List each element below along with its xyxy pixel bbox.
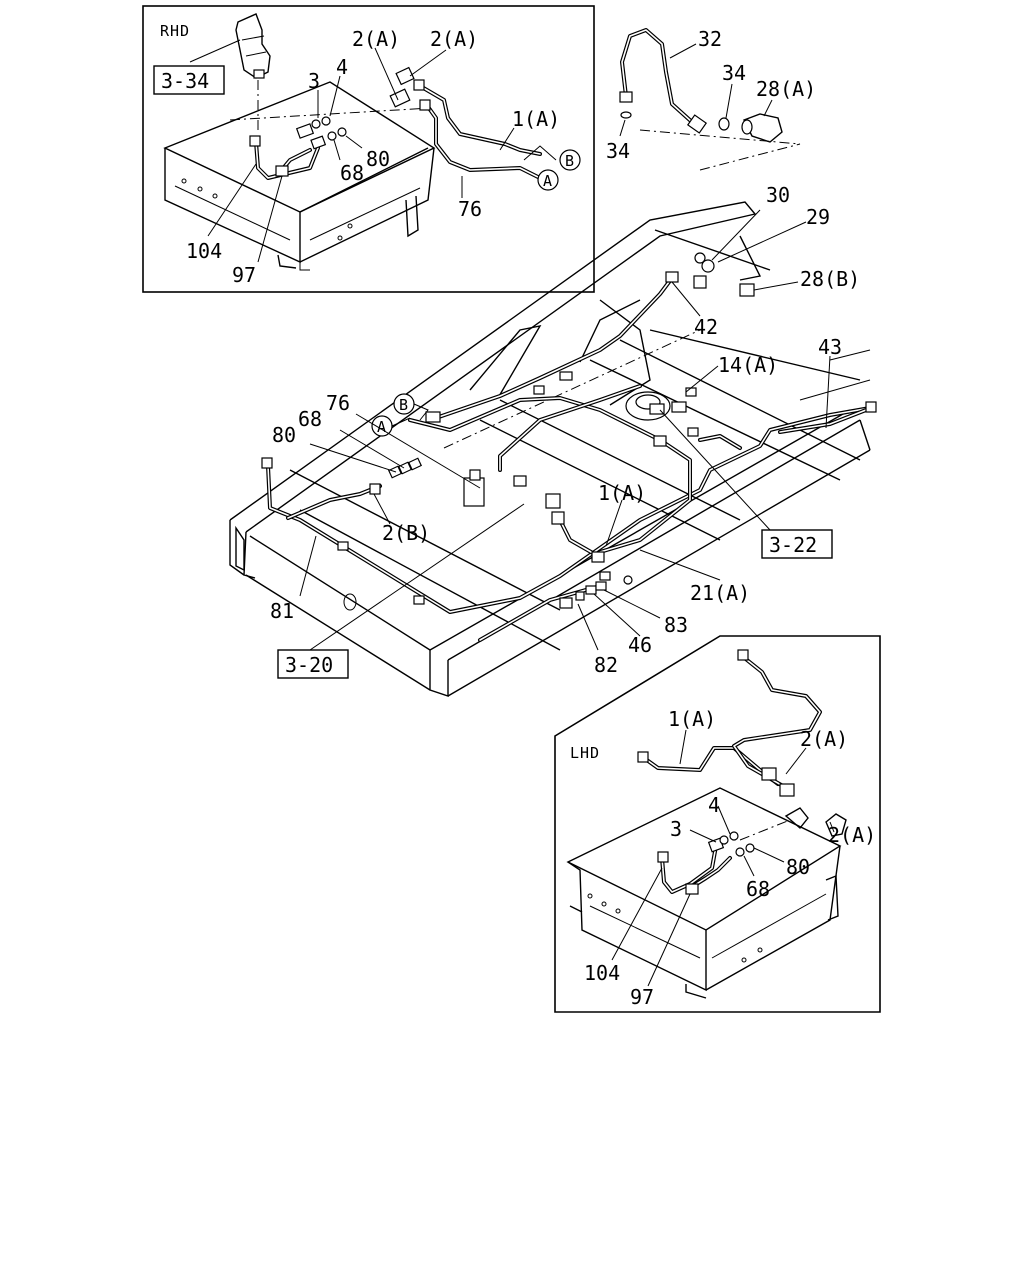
lhd-label-97: 97 (630, 985, 654, 1009)
lhd-label-68: 68 (746, 877, 770, 901)
label-28a: 28(A) (756, 77, 816, 101)
label-32: 32 (698, 27, 722, 51)
label-42: 42 (694, 315, 718, 339)
rhd-marker-a-text: A (543, 172, 552, 190)
label-1a-main: 1(A) (598, 481, 646, 505)
ref-3-20-text: 3-20 (285, 653, 333, 677)
lhd-label-80: 80 (786, 855, 810, 879)
main-fittings (261, 252, 877, 609)
hose-parts (619, 28, 801, 145)
rhd-title: RHD (160, 22, 190, 40)
lhd-label-104: 104 (584, 961, 620, 985)
main-marker-a-text: A (377, 418, 386, 436)
label-28b: 28(B) (800, 267, 860, 291)
label-81: 81 (270, 599, 294, 623)
rhd-marker-a: A (537, 169, 559, 191)
ref-3-34[interactable]: 3-34 (153, 65, 225, 95)
label-46: 46 (628, 633, 652, 657)
main-frame (229, 143, 871, 697)
lhd-pipes (642, 654, 822, 894)
label-80-main: 80 (272, 423, 296, 447)
rhd-label-80: 80 (366, 147, 390, 171)
label-14a: 14(A) (718, 353, 778, 377)
rhd-label-2a-2: 2(A) (430, 27, 478, 51)
lhd-label-2a-1: 2(A) (800, 727, 848, 751)
rhd-inset-frame (142, 5, 595, 293)
rhd-marker-b: B (523, 145, 581, 171)
rhd-label-2a-1: 2(A) (352, 27, 400, 51)
rhd-label-4: 4 (336, 55, 348, 79)
lhd-inset: LHD (554, 635, 881, 1013)
lhd-label-4: 4 (708, 793, 720, 817)
ref-3-22[interactable]: 3-22 (761, 529, 833, 559)
lhd-label-3: 3 (670, 817, 682, 841)
main-pipes (266, 276, 872, 642)
label-30: 30 (766, 183, 790, 207)
lhd-fuel-tank (566, 787, 842, 999)
lhd-fittings (637, 649, 847, 895)
ref-3-34-text: 3-34 (161, 69, 209, 93)
main-marker-a: A (371, 415, 411, 437)
label-34b: 34 (606, 139, 630, 163)
lhd-inset-frame (554, 635, 881, 1013)
rhd-label-1a: 1(A) (512, 107, 560, 131)
rhd-inset: RHD (142, 5, 595, 293)
rhd-leaders (207, 47, 515, 263)
ref-3-22-text: 3-22 (769, 533, 817, 557)
rhd-fittings (249, 66, 431, 177)
rhd-fuel-tank (163, 81, 436, 271)
main-leaders (299, 209, 831, 651)
label-43: 43 (818, 335, 842, 359)
rhd-label-68: 68 (340, 161, 364, 185)
rhd-filter (189, 13, 271, 130)
label-68-main: 68 (298, 407, 322, 431)
label-83: 83 (664, 613, 688, 637)
lhd-label-2a-2: 2(A) (828, 823, 876, 847)
label-34a: 34 (722, 61, 746, 85)
label-29: 29 (806, 205, 830, 229)
rhd-label-3: 3 (308, 69, 320, 93)
rhd-label-97: 97 (232, 263, 256, 287)
label-82: 82 (594, 653, 618, 677)
label-21a: 21(A) (690, 581, 750, 605)
rhd-marker-b-text: B (565, 152, 574, 170)
rhd-label-104: 104 (186, 239, 222, 263)
main-marker-b: B (393, 393, 429, 421)
label-2b: 2(B) (382, 521, 430, 545)
main-marker-b-text: B (399, 396, 408, 414)
lhd-label-1a: 1(A) (668, 707, 716, 731)
rhd-pipes (254, 84, 542, 180)
lhd-leaders (611, 729, 835, 987)
label-76-main: 76 (326, 391, 350, 415)
lhd-title: LHD (570, 744, 600, 762)
rhd-label-76: 76 (458, 197, 482, 221)
ref-3-20[interactable]: 3-20 (277, 649, 349, 679)
